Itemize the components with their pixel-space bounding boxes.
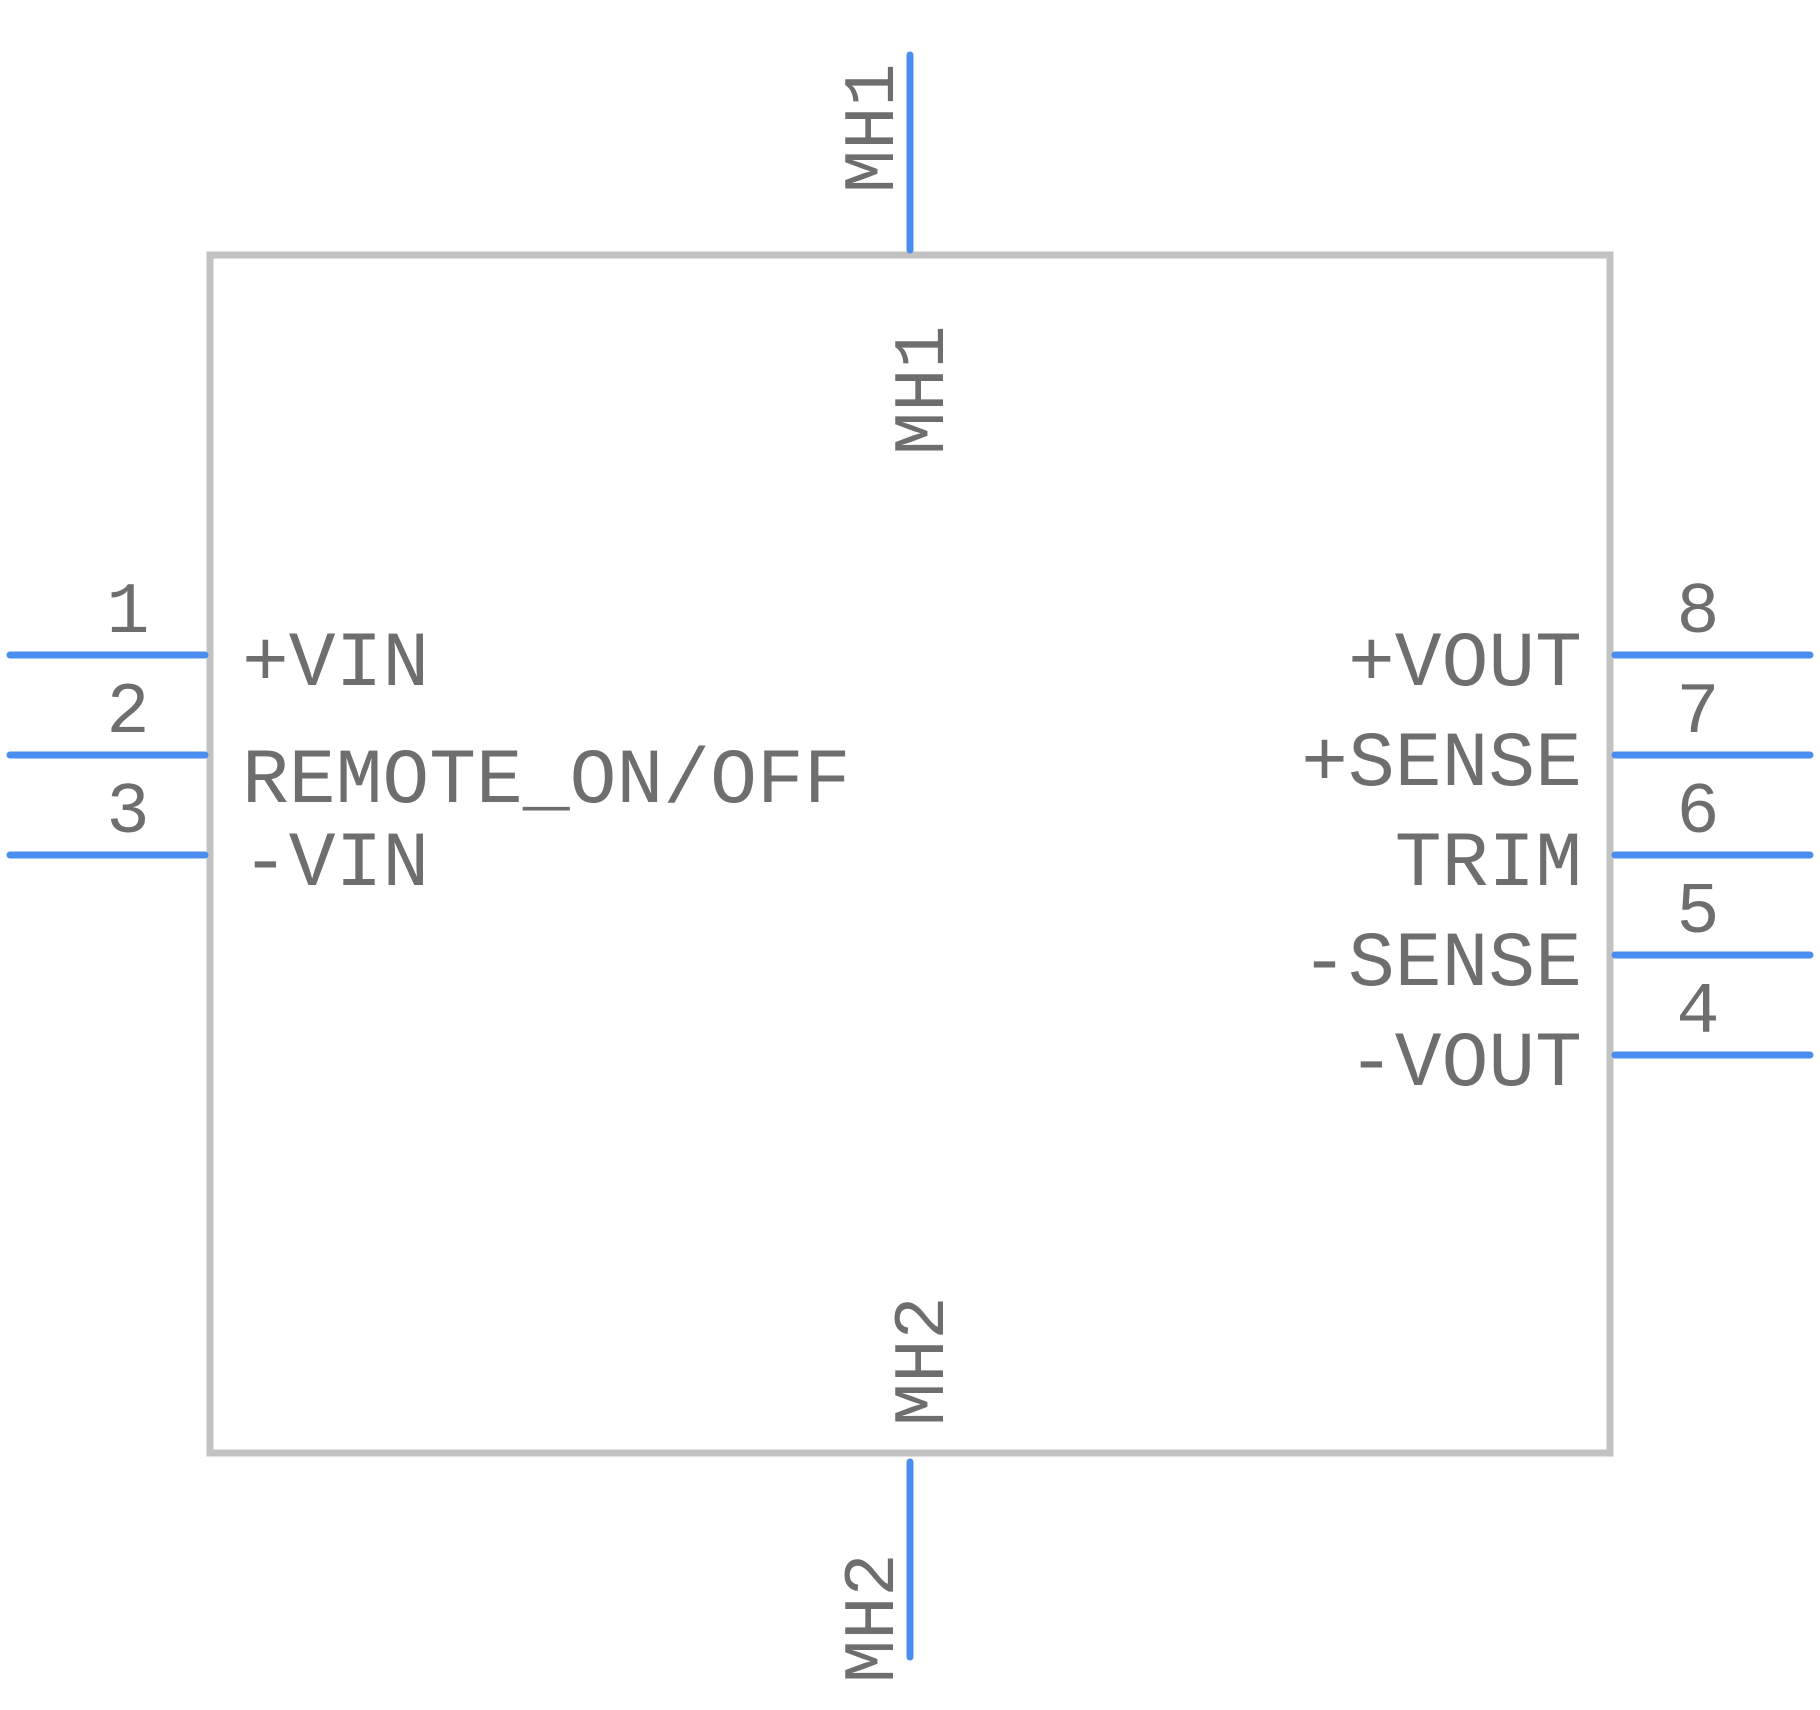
left-pin-2[interactable]: 2 REMOTE_ON/OFF (6, 672, 851, 826)
pin-5-number: 5 (1676, 872, 1719, 954)
mh1-name: MH1 (883, 325, 965, 455)
right-pin-5[interactable]: 5 -SENSE (1301, 872, 1814, 1009)
pin-2-name: REMOTE_ON/OFF (242, 738, 851, 826)
pin-4-number: 4 (1676, 972, 1719, 1054)
pin-3-number: 3 (106, 772, 149, 854)
right-pin-4[interactable]: 4 -VOUT (1348, 972, 1814, 1109)
pin-5-name: -SENSE (1301, 921, 1582, 1009)
left-pin-3[interactable]: 3 -VIN (6, 772, 429, 909)
left-pin-1[interactable]: 1 +VIN (6, 572, 429, 709)
mh2-name: MH2 (883, 1296, 965, 1426)
pin-2-number: 2 (106, 672, 149, 754)
pin-6-name: TRIM (1395, 821, 1582, 909)
pin-8-number: 8 (1676, 572, 1719, 654)
component-body (206, 251, 1614, 1457)
pin-6-number: 6 (1676, 772, 1719, 854)
mh2-number: MH2 (833, 1553, 915, 1683)
right-pin-6[interactable]: 6 TRIM (1395, 772, 1814, 909)
pin-7-number: 7 (1676, 672, 1719, 754)
pin-1-name: +VIN (242, 621, 429, 709)
right-pin-7[interactable]: 7 +SENSE (1301, 672, 1814, 809)
pin-7-name: +SENSE (1301, 721, 1582, 809)
pin-1-number: 1 (106, 572, 149, 654)
mh1-number: MH1 (833, 63, 915, 193)
bottom-pin-mh2[interactable]: MH2 MH2 (833, 1296, 965, 1683)
right-pin-8[interactable]: 8 +VOUT (1348, 572, 1814, 709)
pin-4-name: -VOUT (1348, 1021, 1582, 1109)
top-pin-mh1[interactable]: MH1 MH1 (833, 51, 965, 455)
pin-3-name: -VIN (242, 821, 429, 909)
pin-8-name: +VOUT (1348, 621, 1582, 709)
